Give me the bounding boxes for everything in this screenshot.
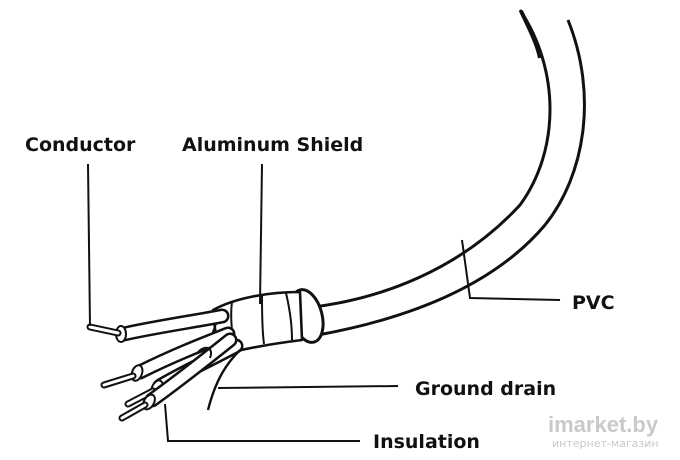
aluminum-shield-leader <box>259 163 263 305</box>
watermark-suffix: .by <box>626 412 659 437</box>
insulation-label: Insulation <box>373 431 480 453</box>
pvc-jacket <box>298 9 586 337</box>
aluminum-shield-label: Aluminum Shield <box>182 134 363 156</box>
ground-drain-label: Ground drain <box>415 378 556 400</box>
pvc-label: PVC <box>572 292 615 314</box>
ground-drain-wire <box>206 349 241 411</box>
conductor-label: Conductor <box>25 134 136 156</box>
pvc-leader <box>461 239 561 301</box>
insulated-wires <box>100 326 244 422</box>
imarket-watermark: imarket.by интернет-магазин <box>548 412 659 450</box>
watermark-main: market <box>554 412 627 437</box>
insulation-leader <box>164 403 360 442</box>
watermark-tagline: интернет-магазин <box>552 437 659 450</box>
conductor-leader <box>87 163 91 327</box>
leader-lines <box>87 163 561 442</box>
ground-drain-leader <box>217 385 399 389</box>
conductor-wire <box>86 308 230 343</box>
svg-text:imarket.by: imarket.by <box>548 412 659 437</box>
watermark-prefix: i <box>548 412 554 437</box>
